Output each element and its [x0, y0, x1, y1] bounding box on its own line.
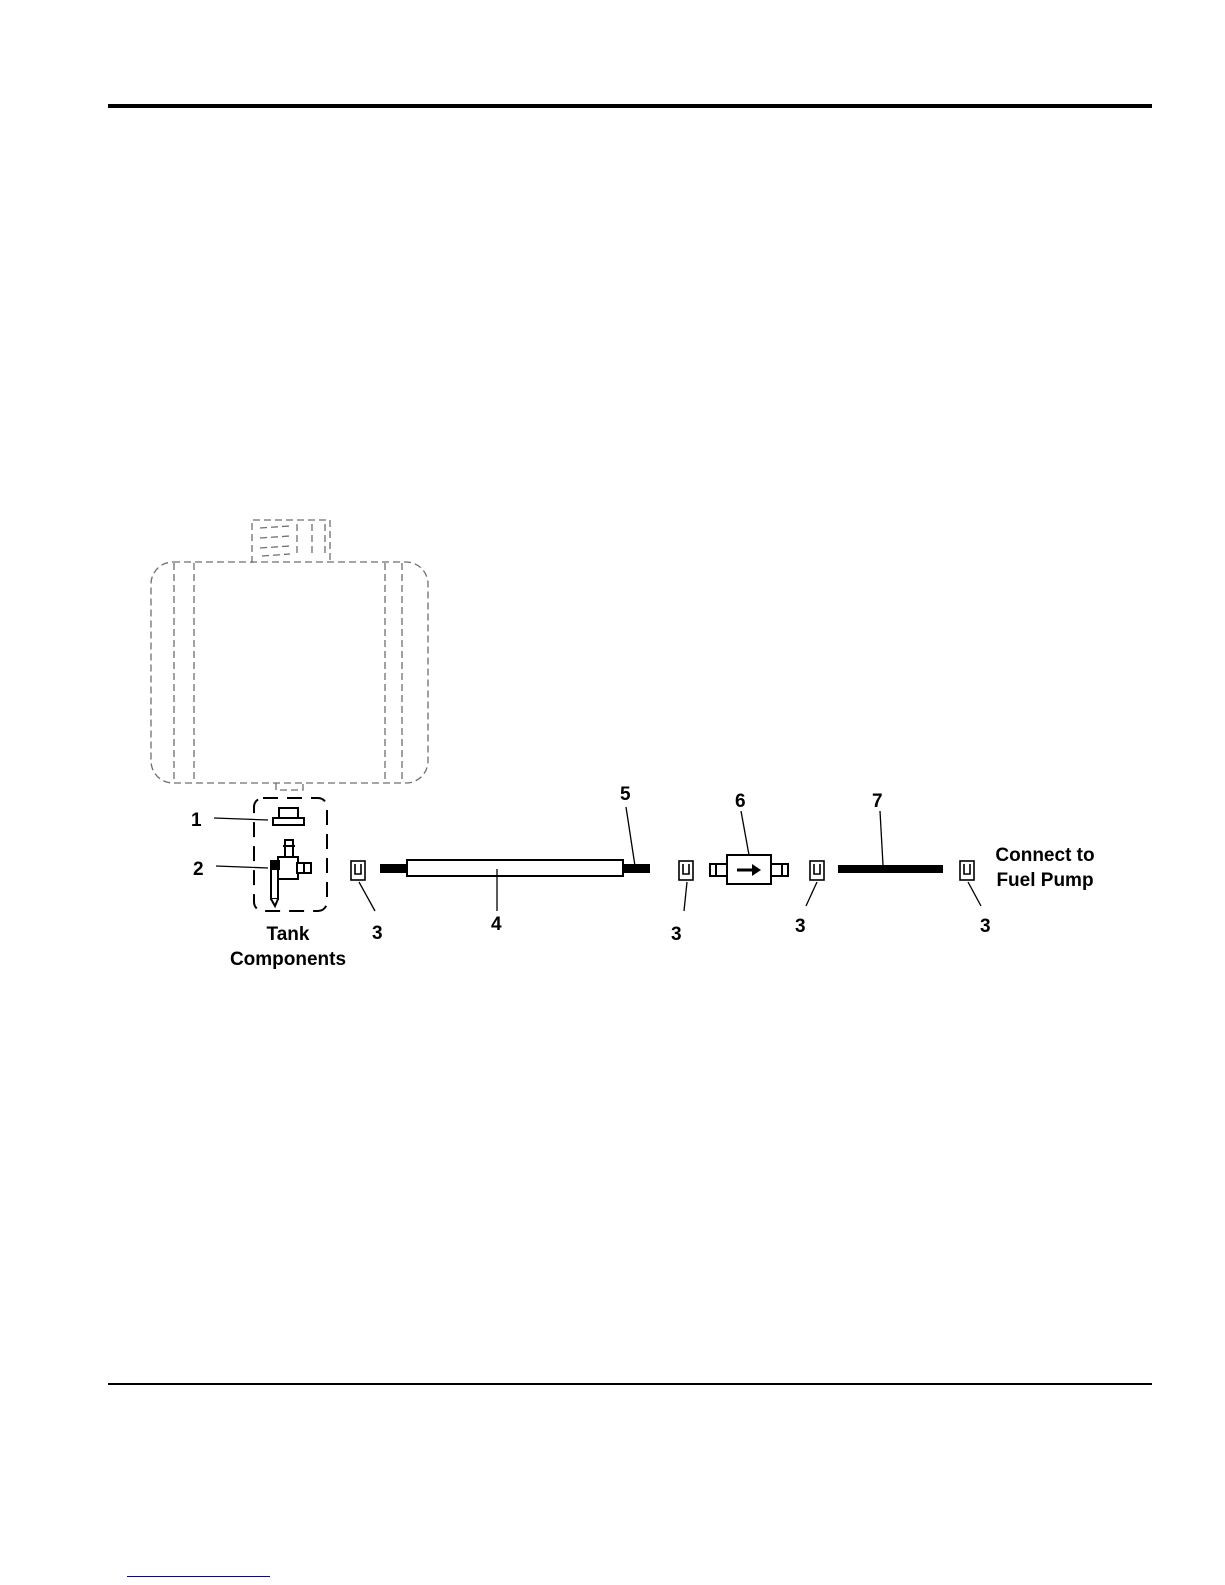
connect-to-fuel-pump-label-line1: Connect to: [995, 845, 1094, 866]
tank-components-label-line1: Tank: [267, 924, 310, 945]
fuel-hose-icon: [838, 865, 943, 873]
callout-2: 2: [193, 859, 204, 880]
callout-7: 7: [872, 791, 883, 812]
footer-rule: [108, 1383, 1152, 1385]
shutoff-valve-icon: [271, 840, 311, 906]
hose-sleeve-icon: [407, 860, 623, 876]
header-rule: [108, 104, 1152, 108]
hose-clamp-icon: [810, 861, 824, 880]
fuel-tank-icon: [151, 520, 428, 790]
callout-3: 3: [795, 916, 806, 937]
hose-clamp-icon: [679, 861, 693, 880]
connect-to-fuel-pump-label-line2: Fuel Pump: [996, 870, 1093, 891]
tank-components-group: [254, 798, 327, 911]
hose-clamp-icon: [351, 861, 365, 880]
callout-5: 5: [620, 784, 631, 805]
cap-icon: [273, 808, 304, 825]
inline-fuel-filter-icon: [710, 855, 788, 884]
callout-1: 1: [191, 810, 202, 831]
callout-3: 3: [372, 923, 383, 944]
tank-components-label-line2: Components: [230, 949, 346, 970]
callout-3: 3: [980, 916, 991, 937]
callout-4: 4: [491, 914, 502, 935]
hose-clamp-icon: [960, 861, 974, 880]
callout-3: 3: [671, 924, 682, 945]
callout-6: 6: [735, 791, 746, 812]
footer-link-underline: [127, 1576, 270, 1577]
